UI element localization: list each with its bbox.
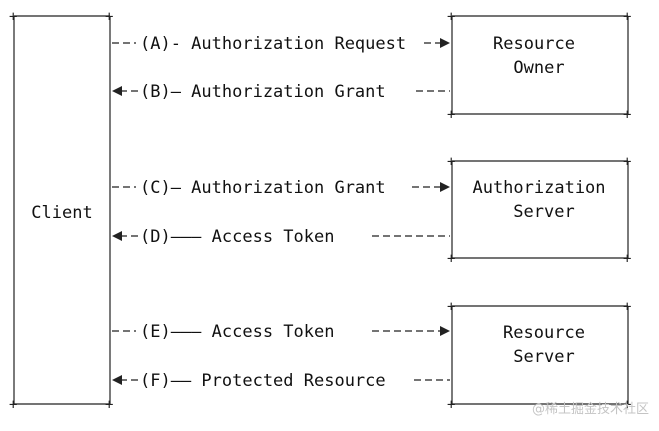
arrow-right-icon [440,38,450,48]
arrow-right-icon [440,326,450,336]
authorization-server-line-2: Server [513,202,574,222]
svg-text:+: + [105,397,113,413]
authorization-server-box: + + + + Authorization Server [447,154,631,267]
resource-server-box: + + + + Resource Server [447,299,631,413]
arrow-left-icon [112,86,122,96]
svg-text:+: + [623,251,631,267]
flow-d-label: (D)——— Access Token [140,227,334,247]
svg-text:+: + [623,397,631,413]
flow-b-arrow: (B)— Authorization Grant [112,82,450,102]
client-box: + + + + Client [9,9,113,413]
flow-a-label: (A)- Authorization Request [140,34,406,54]
flow-f-label: (F)—— Protected Resource [140,371,386,391]
svg-text:+: + [623,9,631,25]
svg-text:+: + [447,299,455,315]
svg-text:+: + [447,251,455,267]
flow-a-arrow: (A)- Authorization Request [112,34,450,54]
svg-text:+: + [9,397,17,413]
authorization-server-line-1: Authorization [472,178,605,198]
svg-text:+: + [623,299,631,315]
flow-e-label: (E)——— Access Token [140,322,334,342]
flow-d-arrow: (D)——— Access Token [112,227,450,247]
flow-e-arrow: (E)——— Access Token [112,322,450,342]
svg-text:+: + [623,107,631,123]
flow-c-label: (C)— Authorization Grant [140,178,386,198]
arrow-left-icon [112,231,122,241]
resource-owner-line-1: Resource [493,34,575,54]
svg-text:+: + [447,9,455,25]
resource-server-line-2: Server [513,347,574,367]
client-label: Client [31,203,92,223]
resource-server-line-1: Resource [503,323,585,343]
svg-text:+: + [447,397,455,413]
resource-owner-box: + + + + Resource Owner [447,9,631,123]
arrow-left-icon [112,375,122,385]
svg-text:+: + [447,154,455,170]
watermark-text: @稀土掘金技术社区 [531,402,649,417]
flow-c-arrow: (C)— Authorization Grant [112,178,450,198]
svg-text:+: + [447,107,455,123]
resource-owner-line-2: Owner [513,58,564,78]
flow-f-arrow: (F)—— Protected Resource [112,371,450,391]
svg-text:+: + [9,9,17,25]
svg-text:+: + [105,9,113,25]
svg-text:+: + [623,154,631,170]
flow-b-label: (B)— Authorization Grant [140,82,386,102]
arrow-right-icon [440,182,450,192]
